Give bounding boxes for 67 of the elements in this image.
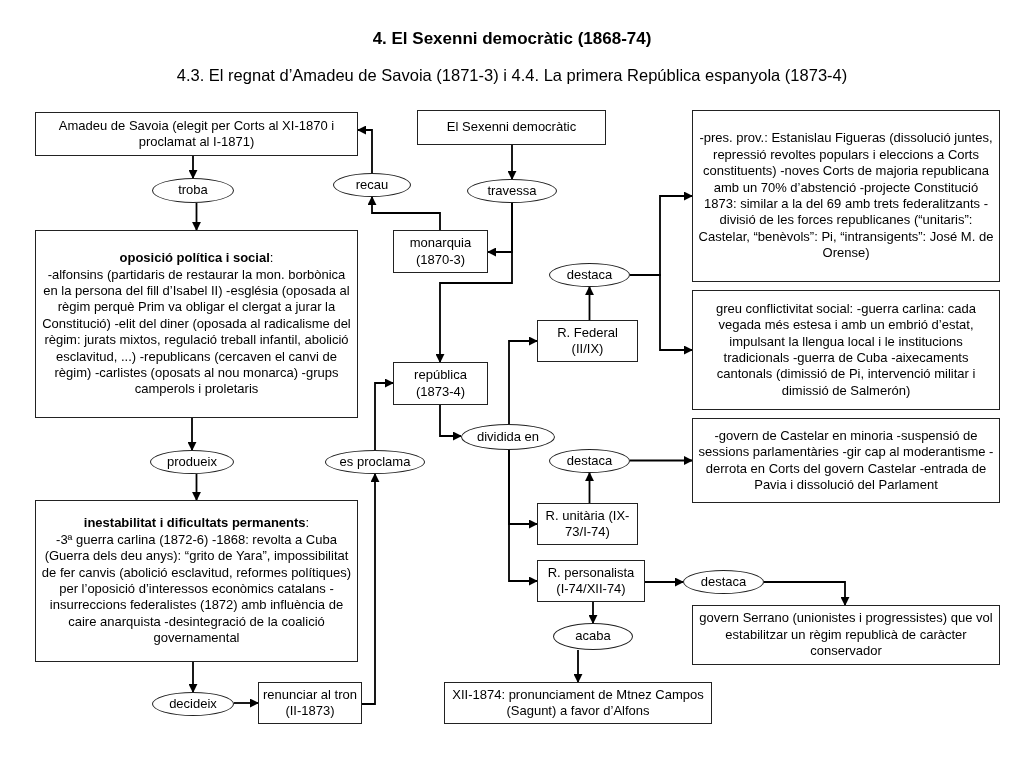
arrow	[361, 473, 380, 705]
arrow	[585, 286, 594, 321]
arrow	[763, 581, 850, 606]
linking-word: travessa	[486, 182, 538, 200]
linking-word: es proclama	[338, 453, 412, 471]
linking-word: recau	[354, 176, 390, 194]
box-text: Amadeu de Savoia (elegit per Corts al XI-1870 i proclamat al I-1871)	[57, 117, 336, 151]
arrow	[187, 417, 197, 451]
concept-box	[692, 605, 1000, 665]
arrow	[367, 196, 441, 231]
box-text: R. personalista (I-74/XII-74)	[546, 564, 636, 598]
linking-word: acaba	[574, 628, 612, 645]
concept-box	[35, 500, 358, 662]
box-text: república (1873-4)	[413, 367, 468, 400]
arrow	[588, 601, 598, 624]
arrow	[188, 661, 198, 693]
concept-box	[537, 503, 638, 545]
box-text: -alfonsins (partidaris de restaurar la mon. borbònica en la persona del fill d’Isabel II) -església (oposada al règim perquè Prim va obligar el clergat a jurar la Constitució) -elit del diner (oposada al radicalisme del règim: jurats mixtos, regulació treball infantil, abolició esclavitud, ...) -republicans (cercaven el canvi de règim) -carlistes (oposats al nou monarca) -grups camperols i proletaris	[41, 266, 352, 398]
arrow	[435, 202, 513, 363]
arrow	[374, 378, 394, 451]
arrow	[507, 144, 517, 180]
arrow	[508, 449, 538, 586]
arrow	[233, 698, 259, 708]
box-text: greu conflictivitat social: -guerra carlina: cada vegada més estesa i amb un embrió d’estat, impulsant la llengua local i le institucions tradicionals -guerra de Cuba -aixecaments cantonals (dimissió de Pi, intervenció militar i dimissió de Salmerón)	[714, 300, 978, 400]
linking-word: destaca	[565, 452, 614, 470]
arrow	[629, 456, 693, 465]
box-text: -pres. prov.: Estanislau Figueras (dissolució juntes, repressió revoltes populars i eleccions a Corts constituents) -noves Corts de majoria republicana amb un 70% d’abstenció -projecte Constitució 1873: similar a la del 69 amb trets federalitzants -divisió de les forces republicanes (“unitaris”: Castelar, “benèvols”: Pi, “intransigents”: José M. de Orense)	[697, 130, 995, 262]
concept-box	[692, 418, 1000, 503]
arrow	[508, 336, 538, 425]
arrow	[192, 473, 201, 501]
subtitle: 4.3. El regnat d’Amadeu de Savoia (1871-3) i 4.4. La primera República espanyola (1873-4)	[175, 66, 849, 85]
linking-word: troba	[177, 182, 209, 199]
box-text: renunciar al tron (II-1873)	[262, 686, 358, 720]
box-heading: oposició política i social:	[118, 250, 275, 267]
arrow	[439, 404, 462, 441]
box-text: R. unitària (IX-73/I-74)	[544, 507, 631, 541]
concept-box	[417, 110, 606, 145]
box-text: R. Federal (II/IX)	[556, 324, 619, 358]
concept-box	[393, 362, 488, 405]
arrow	[188, 155, 198, 179]
concept-box	[537, 320, 638, 362]
box-text: El Sexenni democràtic	[445, 119, 578, 136]
linking-word: destaca	[565, 266, 614, 284]
box-heading: inestabilitat i dificultats permanents:	[82, 515, 311, 532]
concept-box	[537, 560, 645, 602]
box-text: -3ª guerra carlina (1872-6) -1868: revolta a Cuba (Guerra dels deu anys): “grito de Yara”, impossibilitat de fer canvis (abolició esclavitud, reformes polítiques) per l’oposició d’interessos econòmics catalans -insurreccions federalistes (1872) amb influència de caire anarquista -desintegració de la coalició governamental	[40, 531, 353, 647]
arrow	[357, 125, 373, 174]
arrow	[192, 202, 201, 231]
arrow	[573, 649, 583, 683]
concept-box	[692, 290, 1000, 410]
title: 4. El Sexenni democràtic (1868-74)	[371, 29, 653, 49]
box-text: govern Serrano (unionistes i progressistes) que vol estabilitzar un règim republicà de caràcter conservador	[698, 610, 994, 660]
arrow	[629, 274, 693, 355]
concept-box	[692, 110, 1000, 282]
concept-box	[393, 230, 488, 273]
linking-word: dividida en	[475, 428, 541, 446]
concept-box	[444, 682, 712, 724]
concept-box	[35, 112, 358, 156]
linking-word: produeix	[166, 453, 218, 471]
arrow	[644, 577, 684, 587]
box-text: XII-1874: pronunciament de Mtnez Campos (Sagunt) a favor d’Alfons	[451, 686, 705, 720]
box-text: monarquia (1870-3)	[408, 235, 473, 268]
box-text: -govern de Castelar en minoria -suspensió de sessions parlamentàries -gir cap al moderantisme -derrota en Corts del govern Castelar -entrada de Pavia i dissolució del Parlament	[697, 427, 995, 494]
concept-box	[35, 230, 358, 418]
arrow	[585, 472, 594, 504]
linking-word: decideix	[168, 695, 218, 713]
linking-word: destaca	[699, 573, 748, 591]
